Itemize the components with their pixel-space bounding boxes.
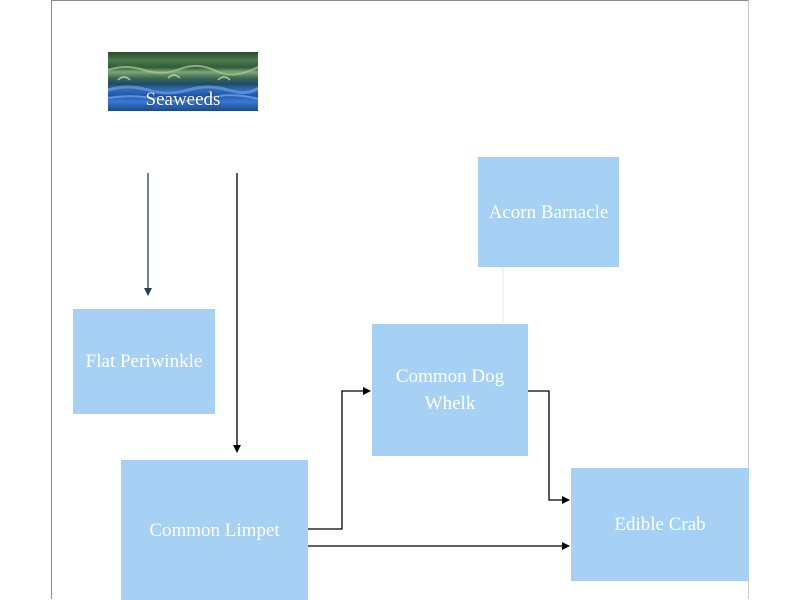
edible-crab-node: Edible Crab <box>571 468 749 581</box>
common-dog-whelk-node: Common Dog Whelk <box>372 324 528 456</box>
flat-periwinkle-node: Flat Periwinkle <box>73 309 215 414</box>
acorn-barnacle-node: Acorn Barnacle <box>478 157 619 267</box>
arrow-common-dog-whelk-to-edible-crab <box>528 390 570 504</box>
common-limpet-node: Common Limpet <box>121 460 308 600</box>
seaweed-photo-icon <box>108 65 258 103</box>
arrow-common-limpet-to-common-dog-whelk <box>308 387 371 530</box>
seaweeds-node: Seaweeds <box>108 52 258 111</box>
seaweeds-label: Seaweeds <box>145 89 221 110</box>
